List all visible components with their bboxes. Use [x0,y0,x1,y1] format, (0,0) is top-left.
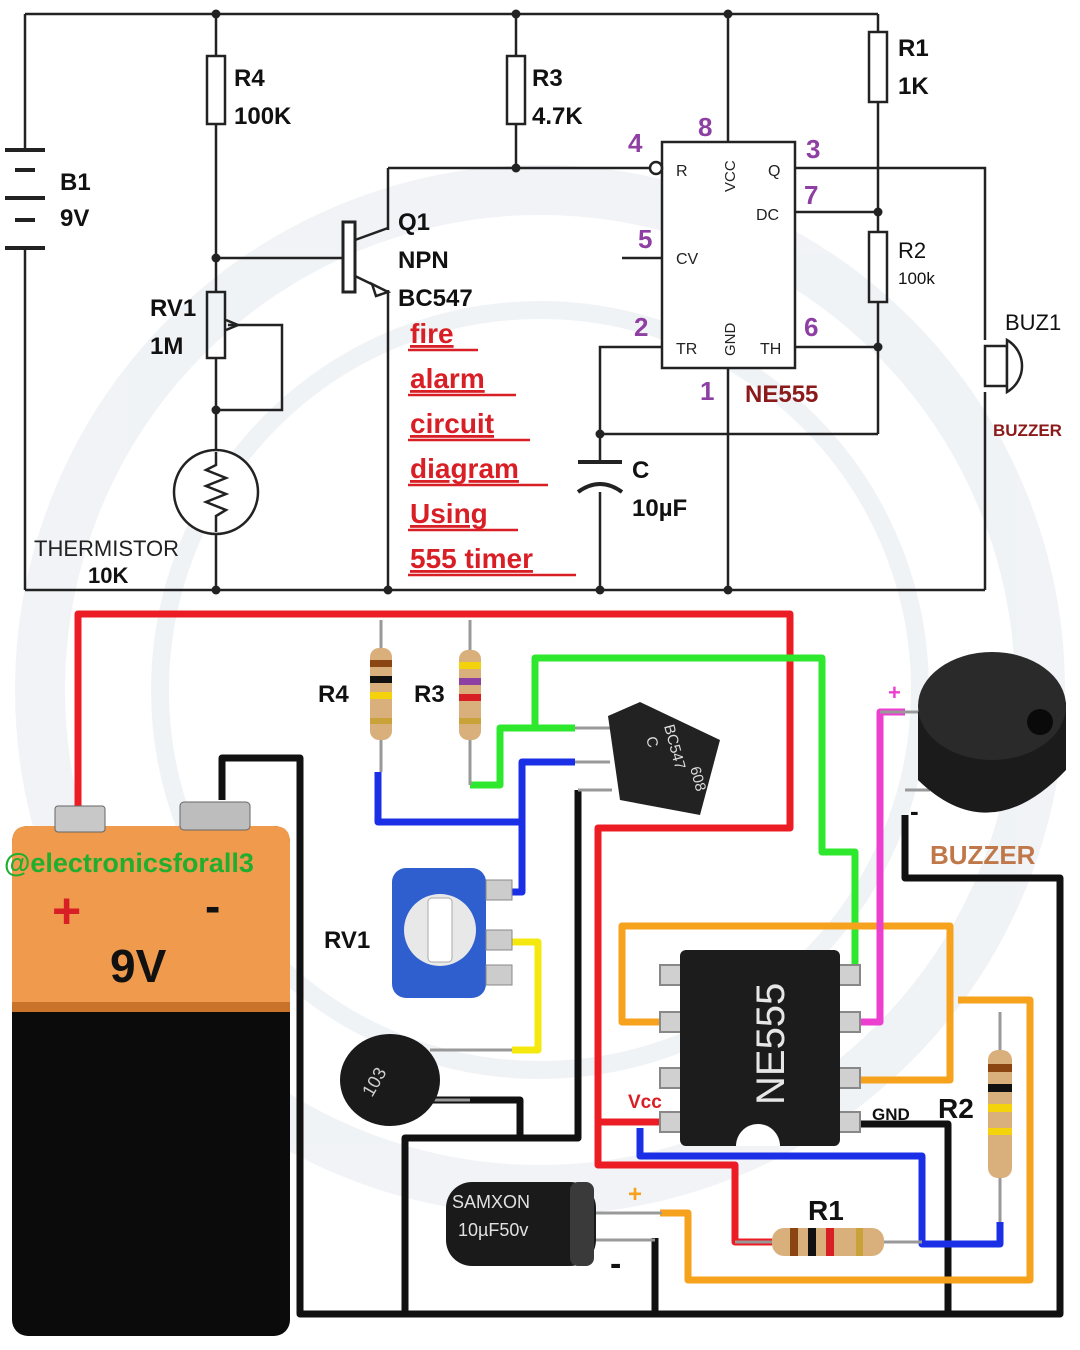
title-line-4: diagram [410,453,519,484]
junctions [211,9,883,595]
r3-value: 4.7K [532,103,583,130]
schematic [5,9,1024,595]
cap-marking-2: 10µF50v [458,1220,528,1240]
thermistor-symbol [172,448,260,536]
electrolytic-capacitor: SAMXON 10µF50v [446,1182,662,1266]
cap-ref: C [632,457,649,484]
pin-dc-name: DC [756,207,779,224]
cap-plus-sign: + [628,1181,642,1208]
pin-num-5: 5 [638,224,652,254]
r1-ref: R1 [898,35,929,62]
channel-handle: @electronicsforall3 [4,848,254,878]
pin-cv-name: CV [676,251,699,268]
battery-plus-sign: + [52,883,81,939]
q1-type: NPN [398,247,449,274]
buzzer-plus-sign: + [888,680,901,705]
wiring [74,610,1064,1318]
capacitor-symbol [576,460,624,494]
r3-symbol [505,54,527,126]
pin-num-1: 1 [700,376,714,406]
pin-tr-name: TR [676,341,697,358]
battery-value: 9V [110,940,167,992]
rv1-trimmer [392,868,513,998]
pin-num-3: 3 [806,134,820,164]
battery-symbol [5,148,45,250]
q1-ref: Q1 [398,209,430,236]
ic-symbol [660,140,797,370]
bb-buzzer-label: BUZZER [930,840,1036,870]
gnd-label: GND [872,1105,910,1124]
r1-value: 1K [898,73,929,100]
diagram-title: fire alarm circuit diagram Using 555 tim… [408,318,576,577]
pin-num-8: 8 [698,112,712,142]
buzzer-label: BUZZER [993,421,1062,440]
ne555-chip: NE555 [659,950,861,1146]
cap-minus-sign: - [610,1245,621,1283]
bb-r4-label: R4 [318,681,349,708]
thermistor-value: 10K [88,563,128,588]
rv1-ref: RV1 [150,295,196,322]
buzzer [880,652,1066,813]
buzzer-symbol [983,337,1024,395]
r4-value: 100K [234,103,292,130]
chip-marking: NE555 [749,983,793,1105]
r2-ref: R2 [898,238,926,263]
q1-part: BC547 [398,285,473,312]
r3-ref: R3 [532,65,563,92]
battery-minus-sign: - [205,880,220,932]
r2-resistor [988,1012,1012,1222]
bb-r3-label: R3 [414,681,445,708]
q1-symbol [341,220,392,298]
title-line-5: Using [410,498,488,529]
rv1-symbol [205,290,227,360]
r4-symbol [205,54,227,126]
r3-resistor [459,620,481,785]
r4-resistor [370,620,392,772]
r2-symbol [867,230,889,304]
r4-ref: R4 [234,65,265,92]
buzzer-minus-sign: - [910,796,919,826]
r1-symbol [867,30,889,104]
transistor-marking-3: C [642,735,661,750]
pin-num-6: 6 [804,312,818,342]
cap-marking-1: SAMXON [452,1192,530,1212]
rv1-wiper-arrow [225,318,239,332]
pin-num-4: 4 [628,128,643,158]
reset-bubble [648,160,664,176]
vcc-label: Vcc [628,1092,662,1113]
bb-rv1-label: RV1 [324,927,370,954]
schematic-labels: B1 9V R4 100K R3 4.7K R1 1K R2 100k RV1 … [34,35,1062,588]
transistor-marking-1: 608 [686,765,709,794]
battery-negative-terminal [179,801,251,831]
ic-name: NE555 [745,381,818,408]
r1-resistor [735,1228,922,1256]
bb-r1-label: R1 [808,1195,844,1226]
b1-value: 9V [60,205,89,232]
pin-vcc-name: VCC [722,160,739,192]
r2-value: 100k [898,269,935,288]
title-line-1: fire [410,318,454,349]
battery-positive-terminal [54,805,106,833]
buzzer-ref: BUZ1 [1005,310,1061,335]
thermistor-disc: 103 [340,1034,512,1126]
battery-9v: + - 9V [12,801,290,1336]
pin-th-name: TH [760,341,781,358]
cap-value: 10µF [632,495,687,522]
bc547-transistor: 608 BC547 C [575,702,720,815]
title-line-6: 555 timer [410,543,533,574]
bb-r2-label: R2 [938,1093,974,1124]
pin-q-name: Q [768,163,780,180]
pin-r-name: R [676,163,688,180]
title-line-3: circuit [410,408,494,439]
rv1-value: 1M [150,333,183,360]
pin-num-7: 7 [804,180,818,210]
b1-ref: B1 [60,169,91,196]
thermistor-label: THERMISTOR [34,536,179,561]
pin-num-2: 2 [634,312,648,342]
title-line-2: alarm [410,363,485,394]
pin-gnd-name: GND [722,323,739,357]
